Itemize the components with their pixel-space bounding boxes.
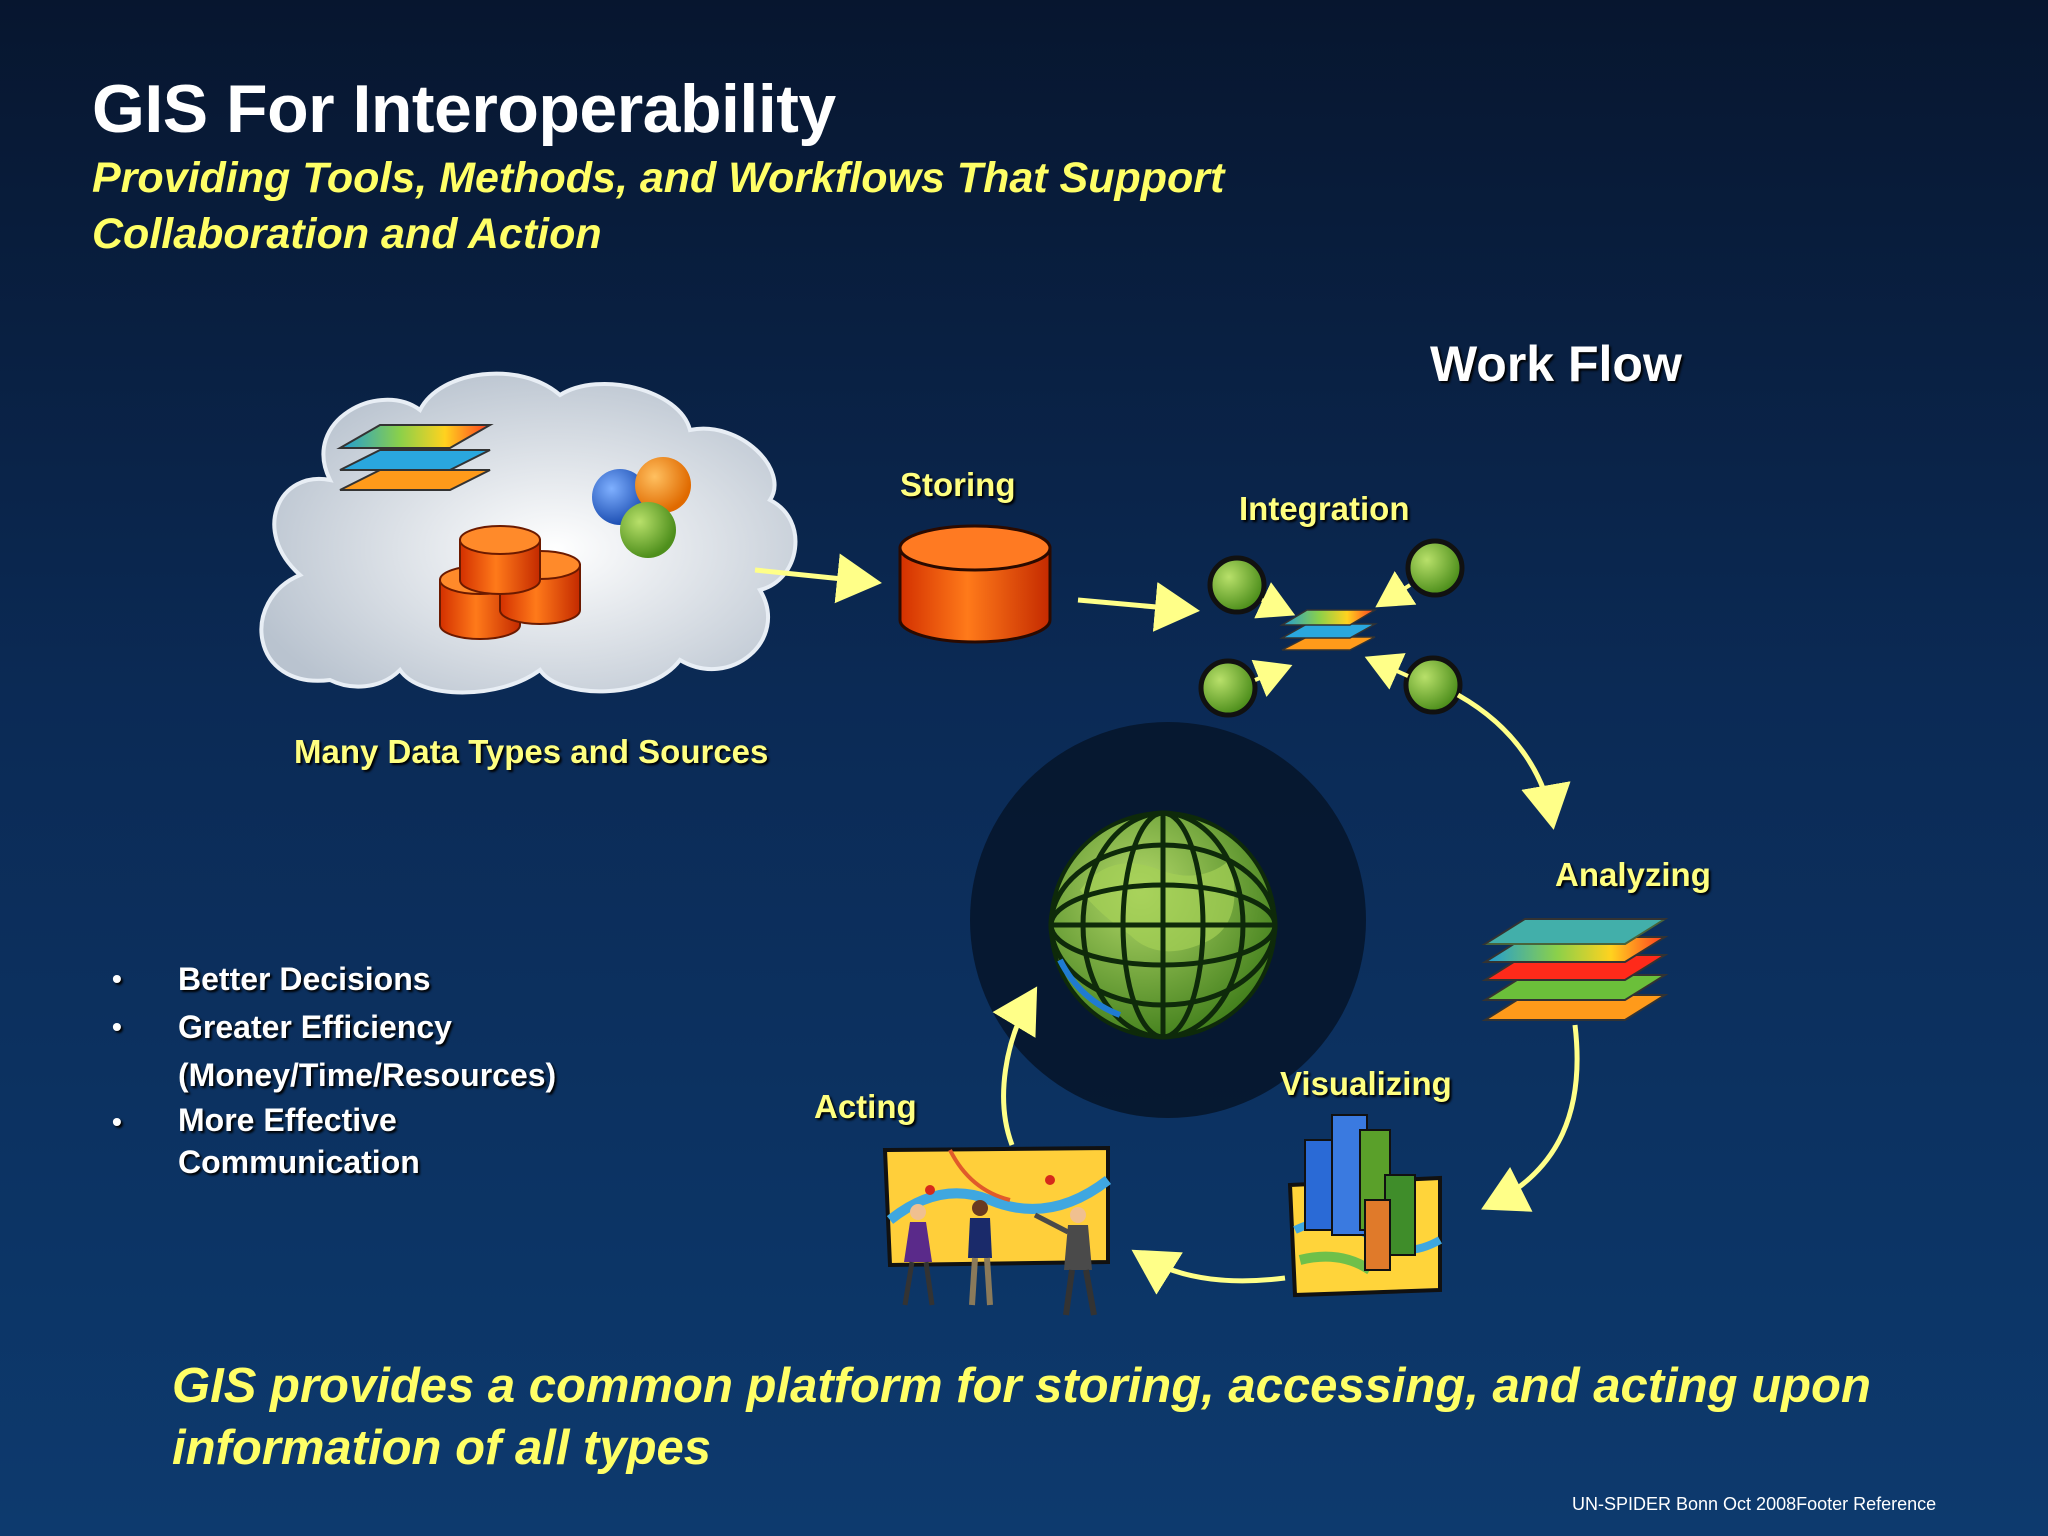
label-data-sources: Many Data Types and Sources [294, 733, 769, 770]
label-analyzing: Analyzing [1555, 856, 1711, 893]
people-icon [902, 1200, 1097, 1316]
benefits-list: • Better Decisions • Greater Efficiency … [108, 955, 668, 1183]
arrow-visualizing-to-acting [1131, 1249, 1286, 1295]
label-visualizing: Visualizing [1280, 1065, 1452, 1102]
list-item: • Greater Efficiency (Money/Time/Resourc… [108, 1003, 668, 1099]
bullet-marker: • [112, 963, 122, 994]
arrow-storing-to-integration [1077, 581, 1200, 632]
bullet-marker: • [112, 1011, 122, 1042]
list-item: • More Effective Communication [108, 1099, 668, 1183]
label-acting: Acting [814, 1088, 917, 1125]
bullet-text: More Effective [178, 1102, 397, 1138]
arrow-acting-to-globe [992, 986, 1038, 1146]
city-map-icon [1287, 1114, 1442, 1298]
bullet-marker: • [112, 1106, 122, 1137]
page-title: GIS For Interoperability [92, 71, 836, 147]
arrow-analyzing-to-visualizing [1481, 1024, 1580, 1212]
page-subtitle: Providing Tools, Methods, and Workflows … [92, 154, 1225, 258]
arrow-cloud-to-storing [754, 553, 882, 604]
bullet-text: Better Decisions [178, 961, 431, 997]
analysis-layers-icon [1481, 918, 1669, 1021]
storage-cylinder-icon [898, 524, 1052, 644]
label-integration: Integration [1239, 490, 1410, 527]
list-item: • Better Decisions [108, 955, 668, 1003]
bullet-text: Greater Efficiency [178, 1009, 452, 1045]
data-spheres-icon [592, 457, 691, 558]
label-storing: Storing [900, 466, 1016, 503]
globe-icon [970, 722, 1366, 1118]
arrow-integration-to-analyzing [1456, 692, 1571, 830]
map-layers-icon [336, 424, 494, 491]
database-stack-icon [439, 525, 581, 640]
bottom-statement: GIS provides a common platform for stori… [172, 1359, 1871, 1475]
workflow-heading: Work Flow [1430, 336, 1682, 392]
bullet-text-continuation: Communication [178, 1144, 420, 1180]
footer-reference: UN-SPIDER Bonn Oct 2008Footer Reference [1572, 1494, 1937, 1514]
integration-network-icon [1198, 538, 1465, 718]
bullet-text-continuation: (Money/Time/Resources) [178, 1057, 557, 1093]
